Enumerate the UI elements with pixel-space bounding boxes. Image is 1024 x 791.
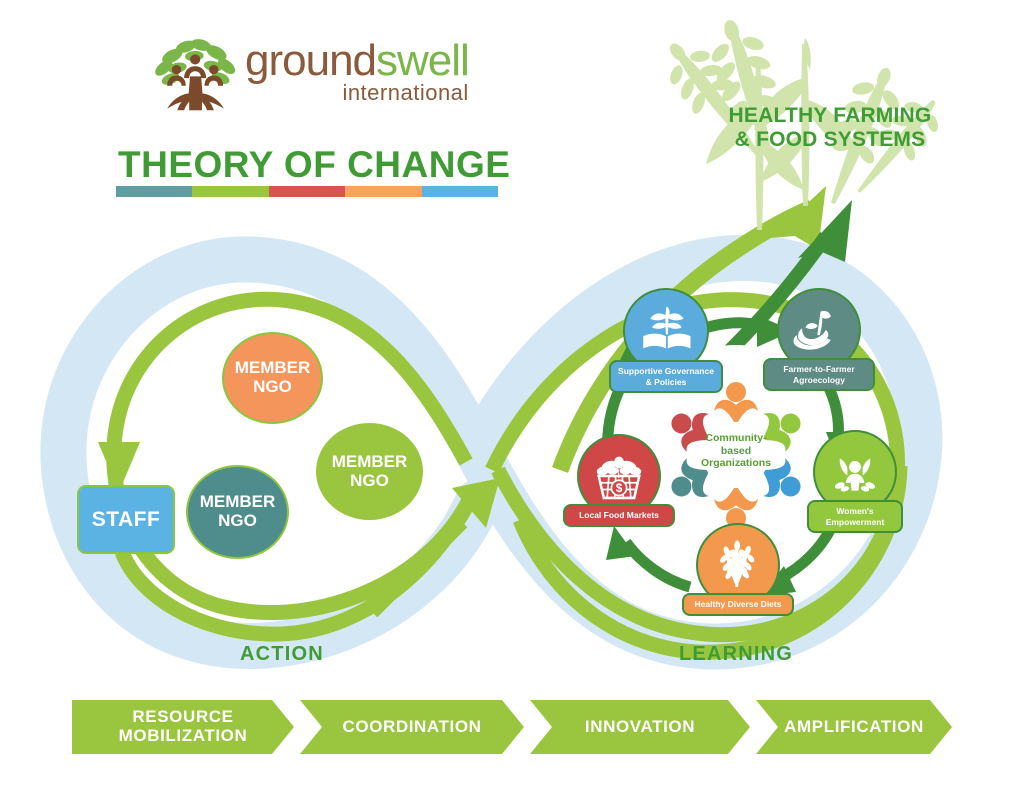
community-people-ring [671, 382, 801, 528]
wheat-stalks-icon [669, 20, 939, 230]
member-ngo-2-line1: MEMBER [199, 492, 276, 512]
process-step-coordination[interactable]: COORDINATION [300, 700, 524, 754]
connector-arrowhead [452, 478, 500, 528]
cycle-node-supportive-governance[interactable]: Supportive Governance & Policies [609, 288, 723, 394]
member-ngo-1-line1: MEMBER [234, 358, 311, 378]
tree-with-people-icon [155, 39, 236, 111]
member-ngo-2-line2: NGO [218, 511, 257, 530]
wordmark: groundswell international [245, 39, 470, 106]
infinity-band [40, 234, 943, 670]
member-ngo-3-line1: MEMBER [331, 451, 408, 471]
staff-node[interactable]: STAFF [77, 485, 175, 554]
brand-subtitle: international [342, 79, 469, 105]
action-to-learning-connector [366, 516, 468, 618]
node-label-markets-line1: Local Food Markets [579, 510, 659, 520]
accent-swatch-3 [268, 186, 346, 197]
accent-swatch-2 [192, 186, 269, 197]
member-ngo-node-3[interactable]: MEMBER NGO [316, 423, 423, 520]
cbo-line3: Organizations [700, 457, 771, 470]
community-based-organizations-label: Community- based Organizations [700, 432, 772, 470]
step-3-line1: INNOVATION [584, 716, 696, 736]
brand-header: groundswell international THEORY OF CHAN… [108, 34, 511, 197]
woman-raising-arms-icon [834, 458, 876, 492]
action-loop-label: ACTION [240, 643, 324, 665]
brand-word-part1: ground [245, 36, 377, 86]
goal-headline-line1: HEALTHY FARMING [728, 104, 932, 127]
svg-text:$: $ [616, 481, 623, 495]
page-title: THEORY OF CHANGE [118, 144, 511, 185]
node-label-agroecology-line1: Farmer-to-Farmer [783, 364, 855, 374]
member-ngo-3-line2: NGO [350, 470, 389, 490]
goal-headline: HEALTHY FARMING & FOOD SYSTEMS [660, 104, 1000, 151]
goal-headline-line2: & FOOD SYSTEMS [734, 127, 926, 151]
process-step-amplification[interactable]: AMPLIFICATION [756, 700, 952, 754]
learning-loop-label: LEARNING [679, 643, 794, 665]
accent-color-bar [116, 186, 499, 197]
step-2-line1: COORDINATION [342, 716, 482, 736]
process-step-resource-mobilization[interactable]: RESOURCE MOBILIZATION [72, 700, 294, 754]
plant-in-open-book-icon [643, 306, 691, 349]
brand-word-part2: swell [376, 36, 470, 86]
cbo-line2: based [720, 444, 752, 457]
node-label-women-line1: Women's [836, 506, 874, 516]
cbo-line1: Community- [705, 432, 767, 444]
member-ngo-1-line2: NGO [253, 377, 292, 396]
cycle-node-local-food-markets[interactable]: $ Local Food Markets [563, 434, 675, 527]
cycle-node-healthy-diverse-diets[interactable]: Healthy Diverse Diets [682, 523, 794, 616]
growth-arrow-light [552, 186, 826, 473]
logo-lockup: groundswell international [153, 34, 470, 112]
step-1-line1: RESOURCE [132, 707, 234, 727]
wheat-sheaf-icon [720, 540, 755, 587]
step-4-line1: AMPLIFICATION [784, 716, 924, 736]
node-label-governance-line1: Supportive Governance [618, 366, 714, 376]
accent-swatch-1 [116, 186, 193, 197]
member-ngo-node-1[interactable]: MEMBER NGO [222, 332, 323, 424]
action-arrowhead [98, 442, 140, 492]
hand-holding-seedling-icon [793, 310, 831, 350]
step-1-line2: MOBILIZATION [118, 726, 248, 745]
action-loop-arrow [106, 291, 477, 620]
produce-basket-with-dollar-icon: $ [596, 456, 642, 500]
cycle-arrowhead-1 [757, 315, 793, 347]
accent-swatch-5 [421, 186, 499, 197]
cycle-node-farmer-to-farmer[interactable]: Farmer-to-Farmer Agroecology [763, 288, 875, 392]
cycle-node-womens-empowerment[interactable]: Women's Empowerment [807, 430, 903, 534]
node-label-diets-line1: Healthy Diverse Diets [694, 599, 782, 609]
cycle-arrowhead-4 [606, 526, 636, 560]
node-label-governance-line2: & Policies [645, 376, 687, 387]
member-ngo-node-2[interactable]: MEMBER NGO [186, 465, 289, 559]
process-steps-strip: RESOURCE MOBILIZATION COORDINATION INNOV… [72, 700, 952, 754]
node-label-women-line2: Empowerment [825, 516, 885, 527]
accent-swatch-4 [345, 186, 422, 197]
node-label-agroecology-line2: Agroecology [793, 374, 845, 385]
process-step-innovation[interactable]: INNOVATION [530, 700, 750, 754]
